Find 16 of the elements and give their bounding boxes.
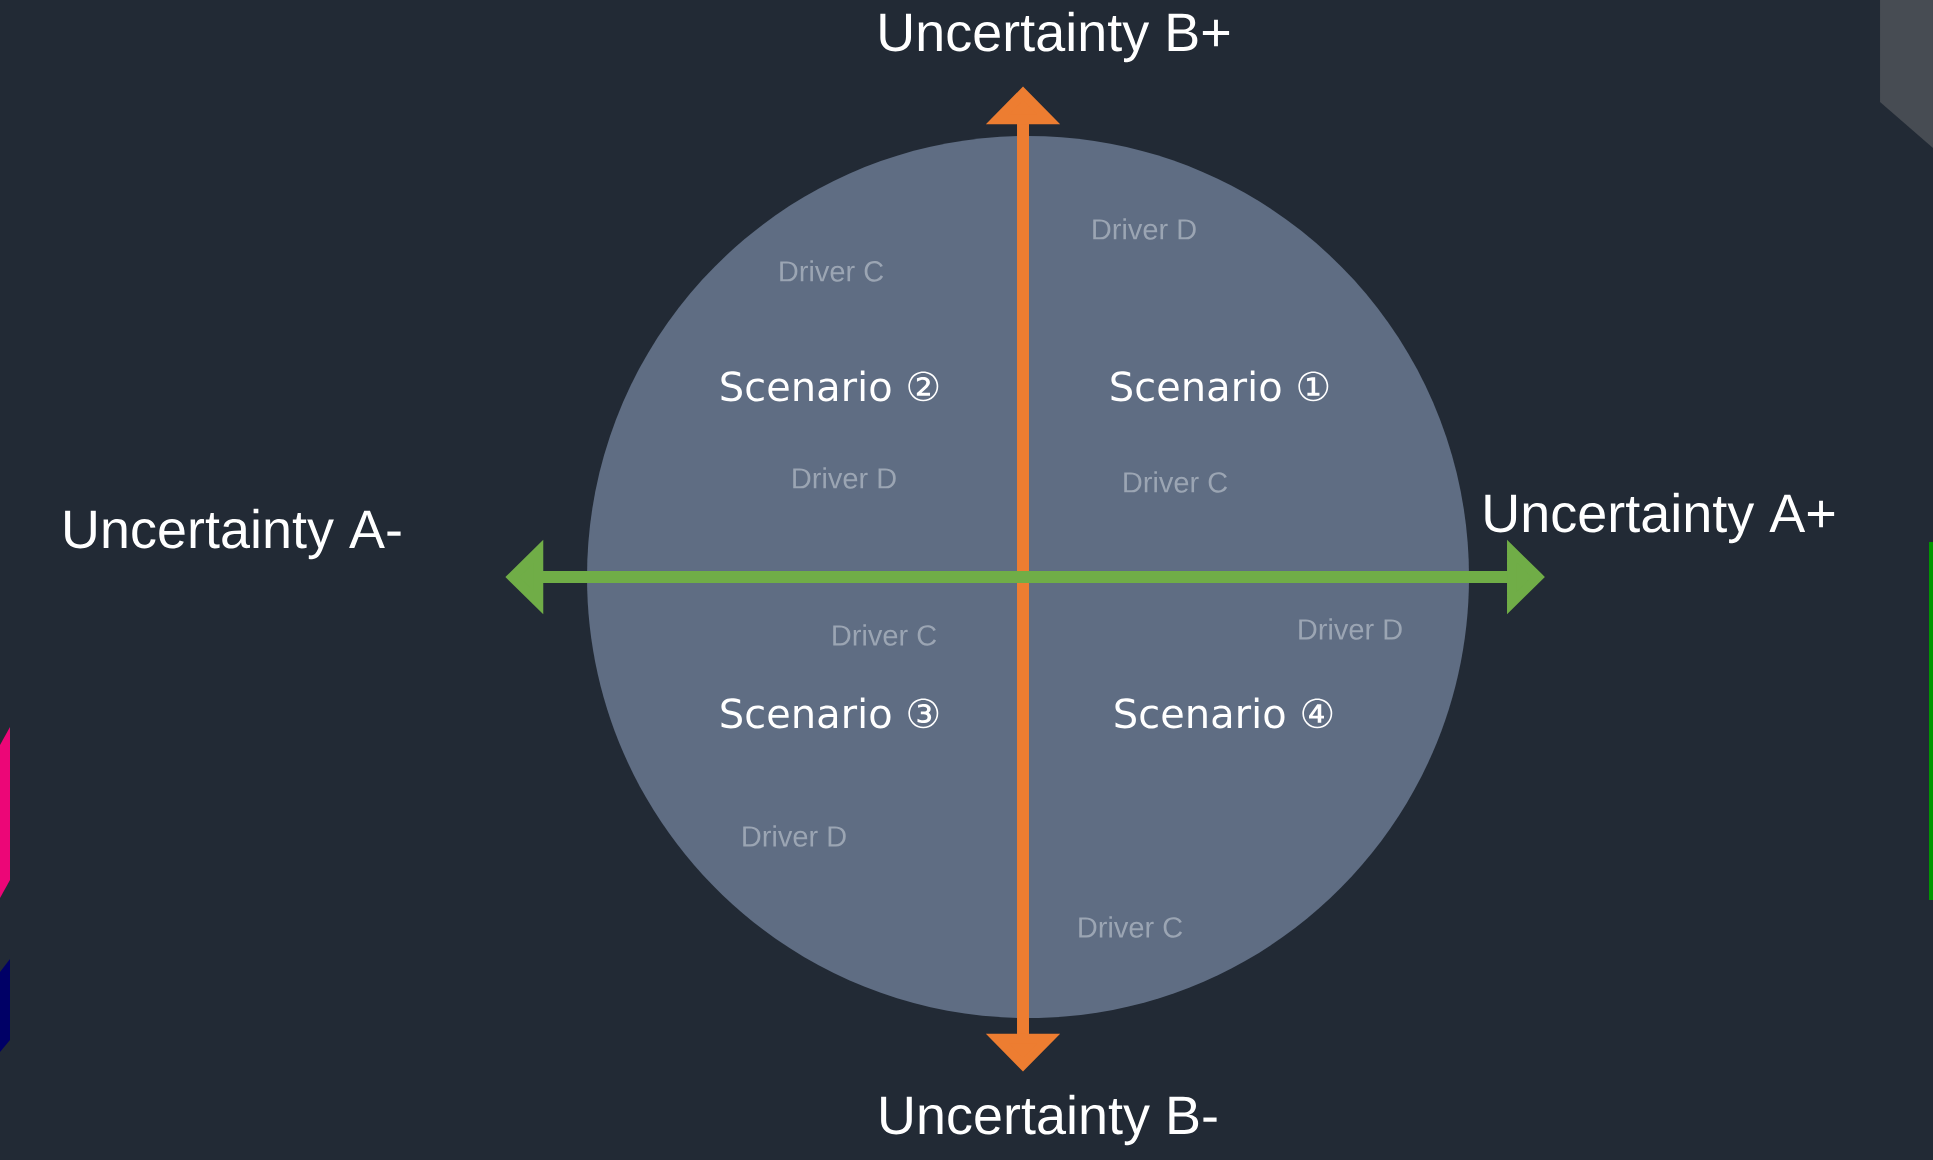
axis-label: Uncertainty B+ bbox=[880, 11, 1230, 63]
driver-label: Driver D bbox=[743, 825, 846, 847]
driver-label: Driver D bbox=[793, 467, 896, 489]
scenario-label: Scenario ④ bbox=[1115, 697, 1333, 729]
scenario-label: Scenario ③ bbox=[721, 697, 939, 729]
axis-label: Uncertainty A+ bbox=[1485, 492, 1835, 544]
driver-label: Driver C bbox=[1079, 916, 1183, 938]
driver-label: Driver C bbox=[1124, 471, 1228, 493]
scenario-label: Scenario ① bbox=[1111, 370, 1329, 402]
driver-label: Driver D bbox=[1299, 618, 1402, 640]
driver-label: Driver C bbox=[833, 624, 937, 646]
axis-label: Uncertainty A- bbox=[65, 508, 401, 560]
axis-label: Uncertainty B- bbox=[881, 1094, 1217, 1146]
driver-label: Driver D bbox=[1093, 218, 1196, 240]
scenario-label: Scenario ② bbox=[721, 370, 939, 402]
driver-label: Driver C bbox=[780, 260, 884, 282]
